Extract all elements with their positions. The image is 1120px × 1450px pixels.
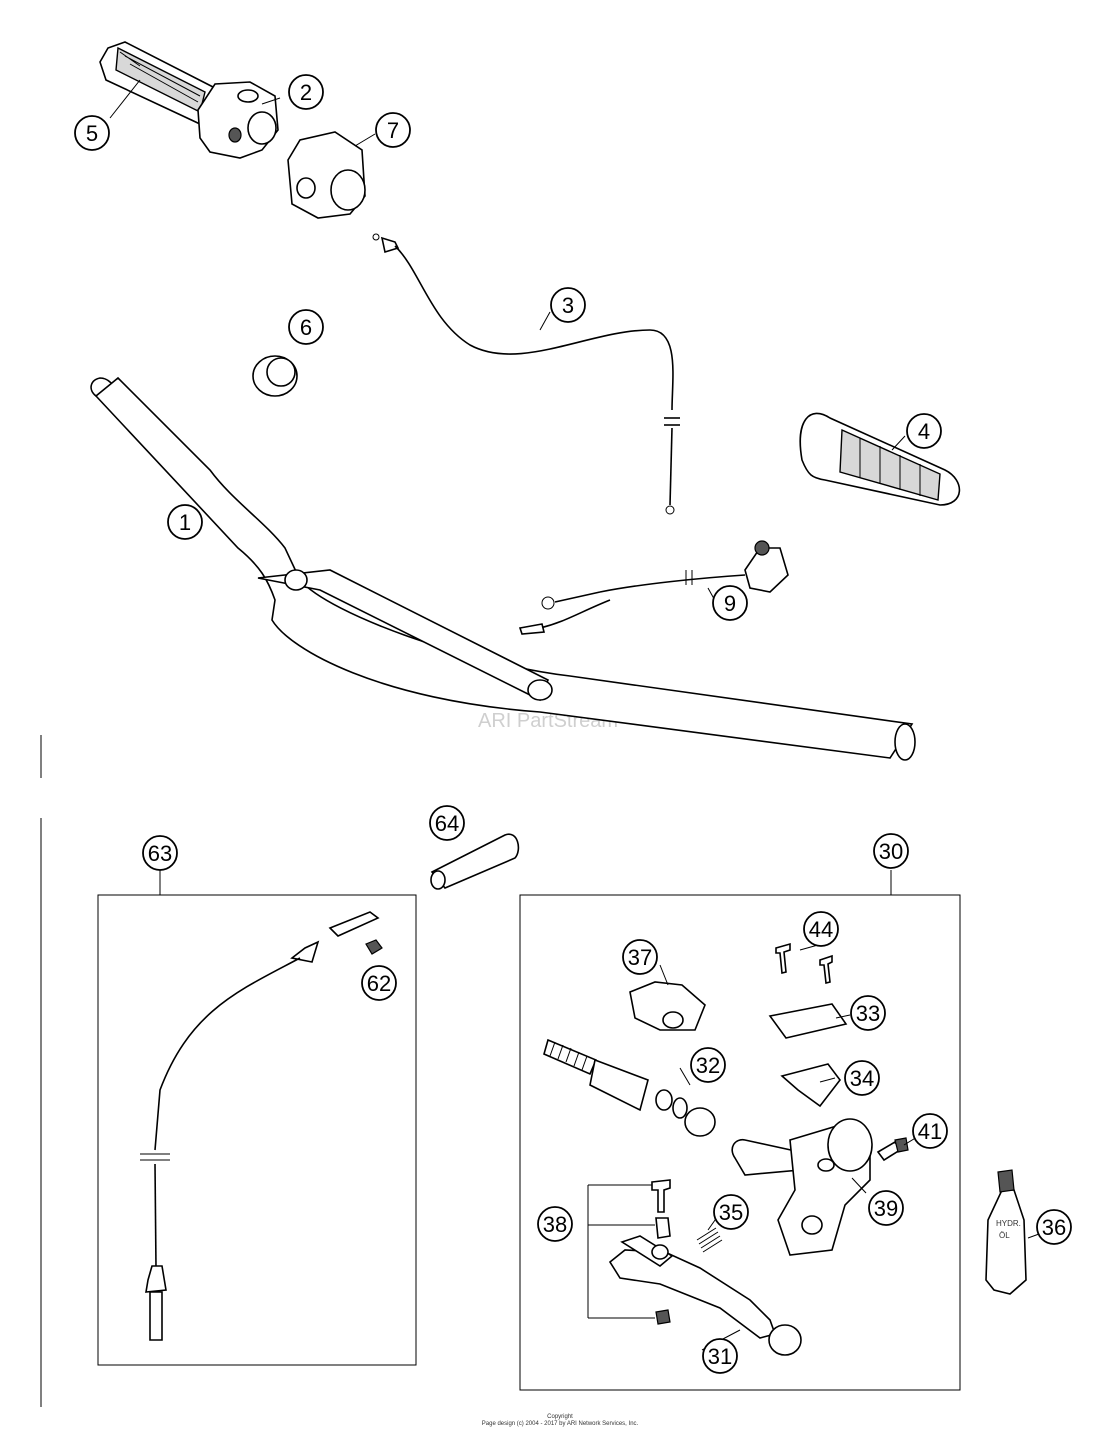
callout-38-label: 38 <box>543 1212 567 1237</box>
callout-9[interactable]: 9 <box>712 585 748 621</box>
callout-31-label: 31 <box>708 1344 732 1369</box>
part-41-bolt[interactable] <box>876 1137 909 1162</box>
callout-1-label: 1 <box>179 510 191 535</box>
callout-62-label: 62 <box>367 971 391 996</box>
bottle-label-line2: ÖL <box>999 1231 1010 1240</box>
callout-31[interactable]: 31 <box>702 1338 738 1374</box>
callouts: 1 2 3 4 5 6 7 9 30 31 32 33 34 35 36 37 … <box>74 74 1072 1374</box>
callout-3-label: 3 <box>562 293 574 318</box>
part-2-throttle-housing[interactable] <box>197 81 279 159</box>
callout-38[interactable]: 38 <box>537 1206 573 1242</box>
part-38-pivot-set[interactable] <box>587 1179 671 1325</box>
footer-page-design: Page design (c) 2004 - 2017 by ARI Netwo… <box>482 1421 639 1427</box>
callout-30-label: 30 <box>879 839 903 864</box>
part-6-ring[interactable] <box>252 355 298 397</box>
callout-37-label: 37 <box>628 945 652 970</box>
part-1-handlebar[interactable] <box>90 376 916 761</box>
callout-5-label: 5 <box>86 121 98 146</box>
callout-6[interactable]: 6 <box>288 309 324 345</box>
callout-64[interactable]: 64 <box>429 805 465 841</box>
callout-35[interactable]: 35 <box>713 1194 749 1230</box>
part-36-oil-bottle[interactable]: HYDR. ÖL <box>985 1169 1027 1295</box>
callout-34[interactable]: 34 <box>844 1060 880 1096</box>
callout-35-label: 35 <box>719 1200 743 1225</box>
part-7-housing-cover[interactable] <box>287 131 366 219</box>
callout-41[interactable]: 41 <box>912 1113 948 1149</box>
callout-39-label: 39 <box>874 1196 898 1221</box>
callout-32-label: 32 <box>696 1053 720 1078</box>
bottle-label-line1: HYDR. <box>996 1219 1021 1228</box>
callout-33[interactable]: 33 <box>850 995 886 1031</box>
part-39-master-cylinder[interactable] <box>731 1118 873 1256</box>
footer: Copyright Page design (c) 2004 - 2017 by… <box>482 1414 639 1427</box>
callout-36[interactable]: 36 <box>1036 1209 1072 1245</box>
part-37-clamp[interactable] <box>629 981 706 1031</box>
callout-3[interactable]: 3 <box>550 287 586 323</box>
part-4-left-grip[interactable] <box>799 412 961 506</box>
callout-30[interactable]: 30 <box>873 833 909 869</box>
box-30 <box>519 894 961 1391</box>
callout-4-label: 4 <box>918 419 930 444</box>
callout-39[interactable]: 39 <box>868 1190 904 1226</box>
callout-1[interactable]: 1 <box>167 504 203 540</box>
callout-64-label: 64 <box>435 811 459 836</box>
callout-32[interactable]: 32 <box>690 1047 726 1083</box>
part-34-diaphragm[interactable] <box>780 1063 842 1108</box>
part-62-nut[interactable] <box>365 939 383 955</box>
callout-34-label: 34 <box>850 1066 874 1091</box>
part-64-boot[interactable] <box>430 833 520 890</box>
callout-33-label: 33 <box>856 1001 880 1026</box>
callout-7-label: 7 <box>387 118 399 143</box>
callout-5[interactable]: 5 <box>74 115 110 151</box>
callout-63-label: 63 <box>148 841 172 866</box>
callout-37[interactable]: 37 <box>622 939 658 975</box>
callout-36-label: 36 <box>1042 1215 1066 1240</box>
callout-63[interactable]: 63 <box>142 835 178 871</box>
callout-2[interactable]: 2 <box>288 74 324 110</box>
part-33-cap[interactable] <box>768 1003 848 1039</box>
box-63 <box>97 894 417 1366</box>
footer-copyright: Copyright <box>547 1414 573 1420</box>
callout-44[interactable]: 44 <box>803 911 839 947</box>
part-63-clutch-cable[interactable] <box>140 911 380 1341</box>
part-44-screws[interactable] <box>775 942 833 984</box>
callout-62[interactable]: 62 <box>361 965 397 1001</box>
callout-2-label: 2 <box>300 80 312 105</box>
callout-41-label: 41 <box>918 1119 942 1144</box>
part-9-kill-switch[interactable] <box>518 540 789 635</box>
part-3-throttle-cable[interactable] <box>372 233 680 515</box>
callout-4[interactable]: 4 <box>906 413 942 449</box>
callout-44-label: 44 <box>809 917 833 942</box>
callout-6-label: 6 <box>300 315 312 340</box>
part-31-brake-lever[interactable] <box>608 1235 802 1356</box>
part-35-spring[interactable] <box>696 1227 723 1253</box>
part-32-piston-set[interactable] <box>543 1038 716 1137</box>
callout-7[interactable]: 7 <box>375 112 411 148</box>
callout-9-label: 9 <box>724 591 736 616</box>
